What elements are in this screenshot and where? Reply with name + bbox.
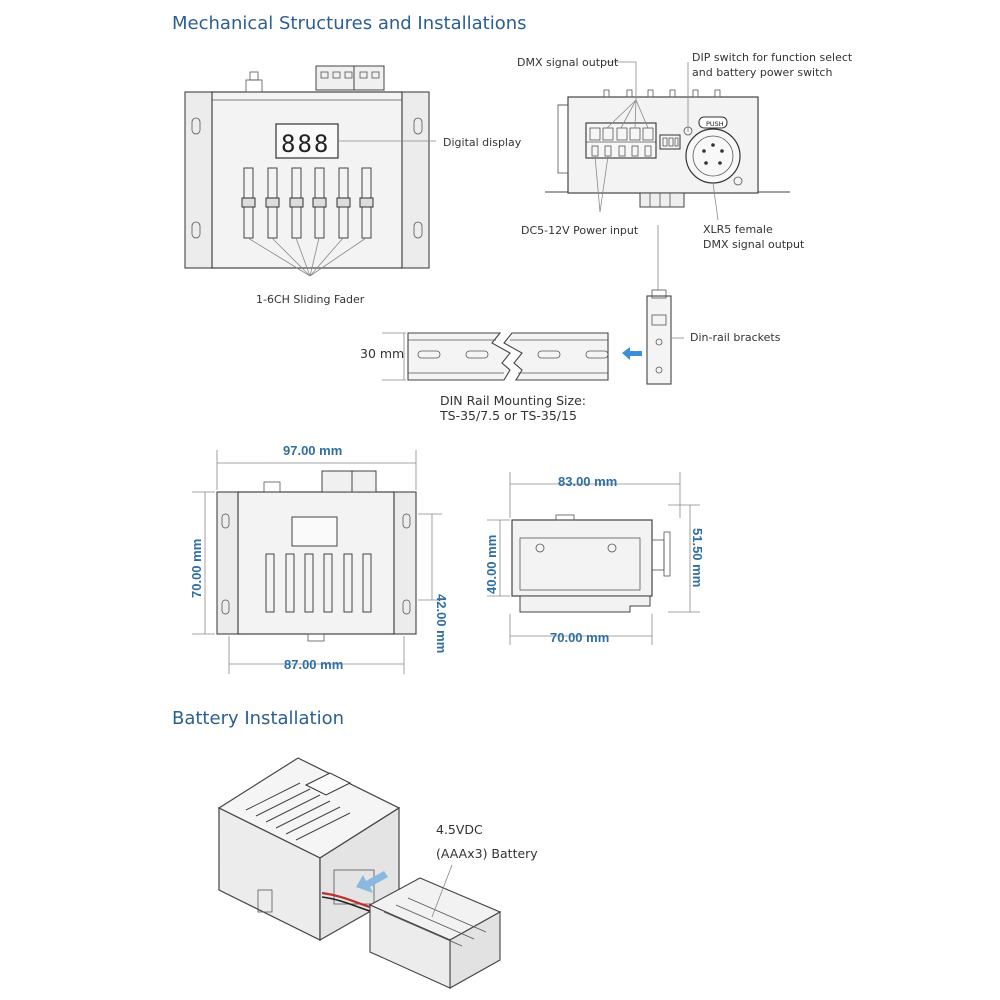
- heading-battery: Battery Installation: [172, 708, 344, 729]
- dim-side-right-height: 51.50 mm: [690, 528, 705, 587]
- label-push: PUSH: [706, 120, 724, 128]
- label-battery-1: 4.5VDC: [436, 822, 483, 837]
- dim-right-height: 42.00 mm: [434, 594, 449, 653]
- label-dmx-signal-output: DMX signal output: [517, 56, 619, 69]
- label-power-input: DC5-12V Power input: [521, 224, 639, 237]
- dim-side-bottom-width: 70.00 mm: [550, 630, 609, 645]
- label-dip-switch-1: DIP switch for function select: [692, 51, 853, 64]
- svg-text:888: 888: [281, 130, 330, 158]
- label-rail-height: 30 mm: [360, 346, 404, 361]
- digital-display: [275, 123, 339, 159]
- front-view-device: 888: [184, 65, 436, 277]
- dim-left-height: 70.00 mm: [189, 539, 204, 598]
- label-xlr-2: DMX signal output: [703, 238, 805, 251]
- left-mounting-ear: [184, 91, 216, 269]
- front-view-body: [211, 91, 403, 269]
- label-din-size-2: TS-35/7.5 or TS-35/15: [439, 408, 577, 423]
- dim-bottom-width: 87.00 mm: [284, 657, 343, 672]
- din-rail-bracket: [646, 295, 672, 385]
- label-din-brackets: Din-rail brackets: [690, 331, 781, 344]
- label-battery-2: (AAAx3) Battery: [436, 846, 538, 861]
- label-dip-switch-2: and battery power switch: [692, 66, 832, 79]
- right-mounting-ear: [398, 91, 430, 269]
- label-din-size-1: DIN Rail Mounting Size:: [440, 393, 586, 408]
- battery-installation-drawing: [217, 757, 502, 989]
- label-xlr-1: XLR5 female: [703, 223, 773, 236]
- xlr-connector: [685, 128, 741, 184]
- dim-side-top-width: 83.00 mm: [558, 474, 617, 489]
- heading-mechanical: Mechanical Structures and Installations: [172, 13, 527, 34]
- din-rail: [382, 289, 684, 385]
- connector-side-view: [545, 61, 790, 290]
- label-digital-display: Digital display: [443, 136, 522, 149]
- dim-side-left-height: 40.00 mm: [484, 535, 499, 594]
- dim-top-width: 97.00 mm: [283, 443, 342, 458]
- dimension-side-view: [487, 472, 700, 645]
- dimension-front-view: [192, 450, 442, 674]
- label-sliding-fader: 1-6CH Sliding Fader: [256, 293, 365, 306]
